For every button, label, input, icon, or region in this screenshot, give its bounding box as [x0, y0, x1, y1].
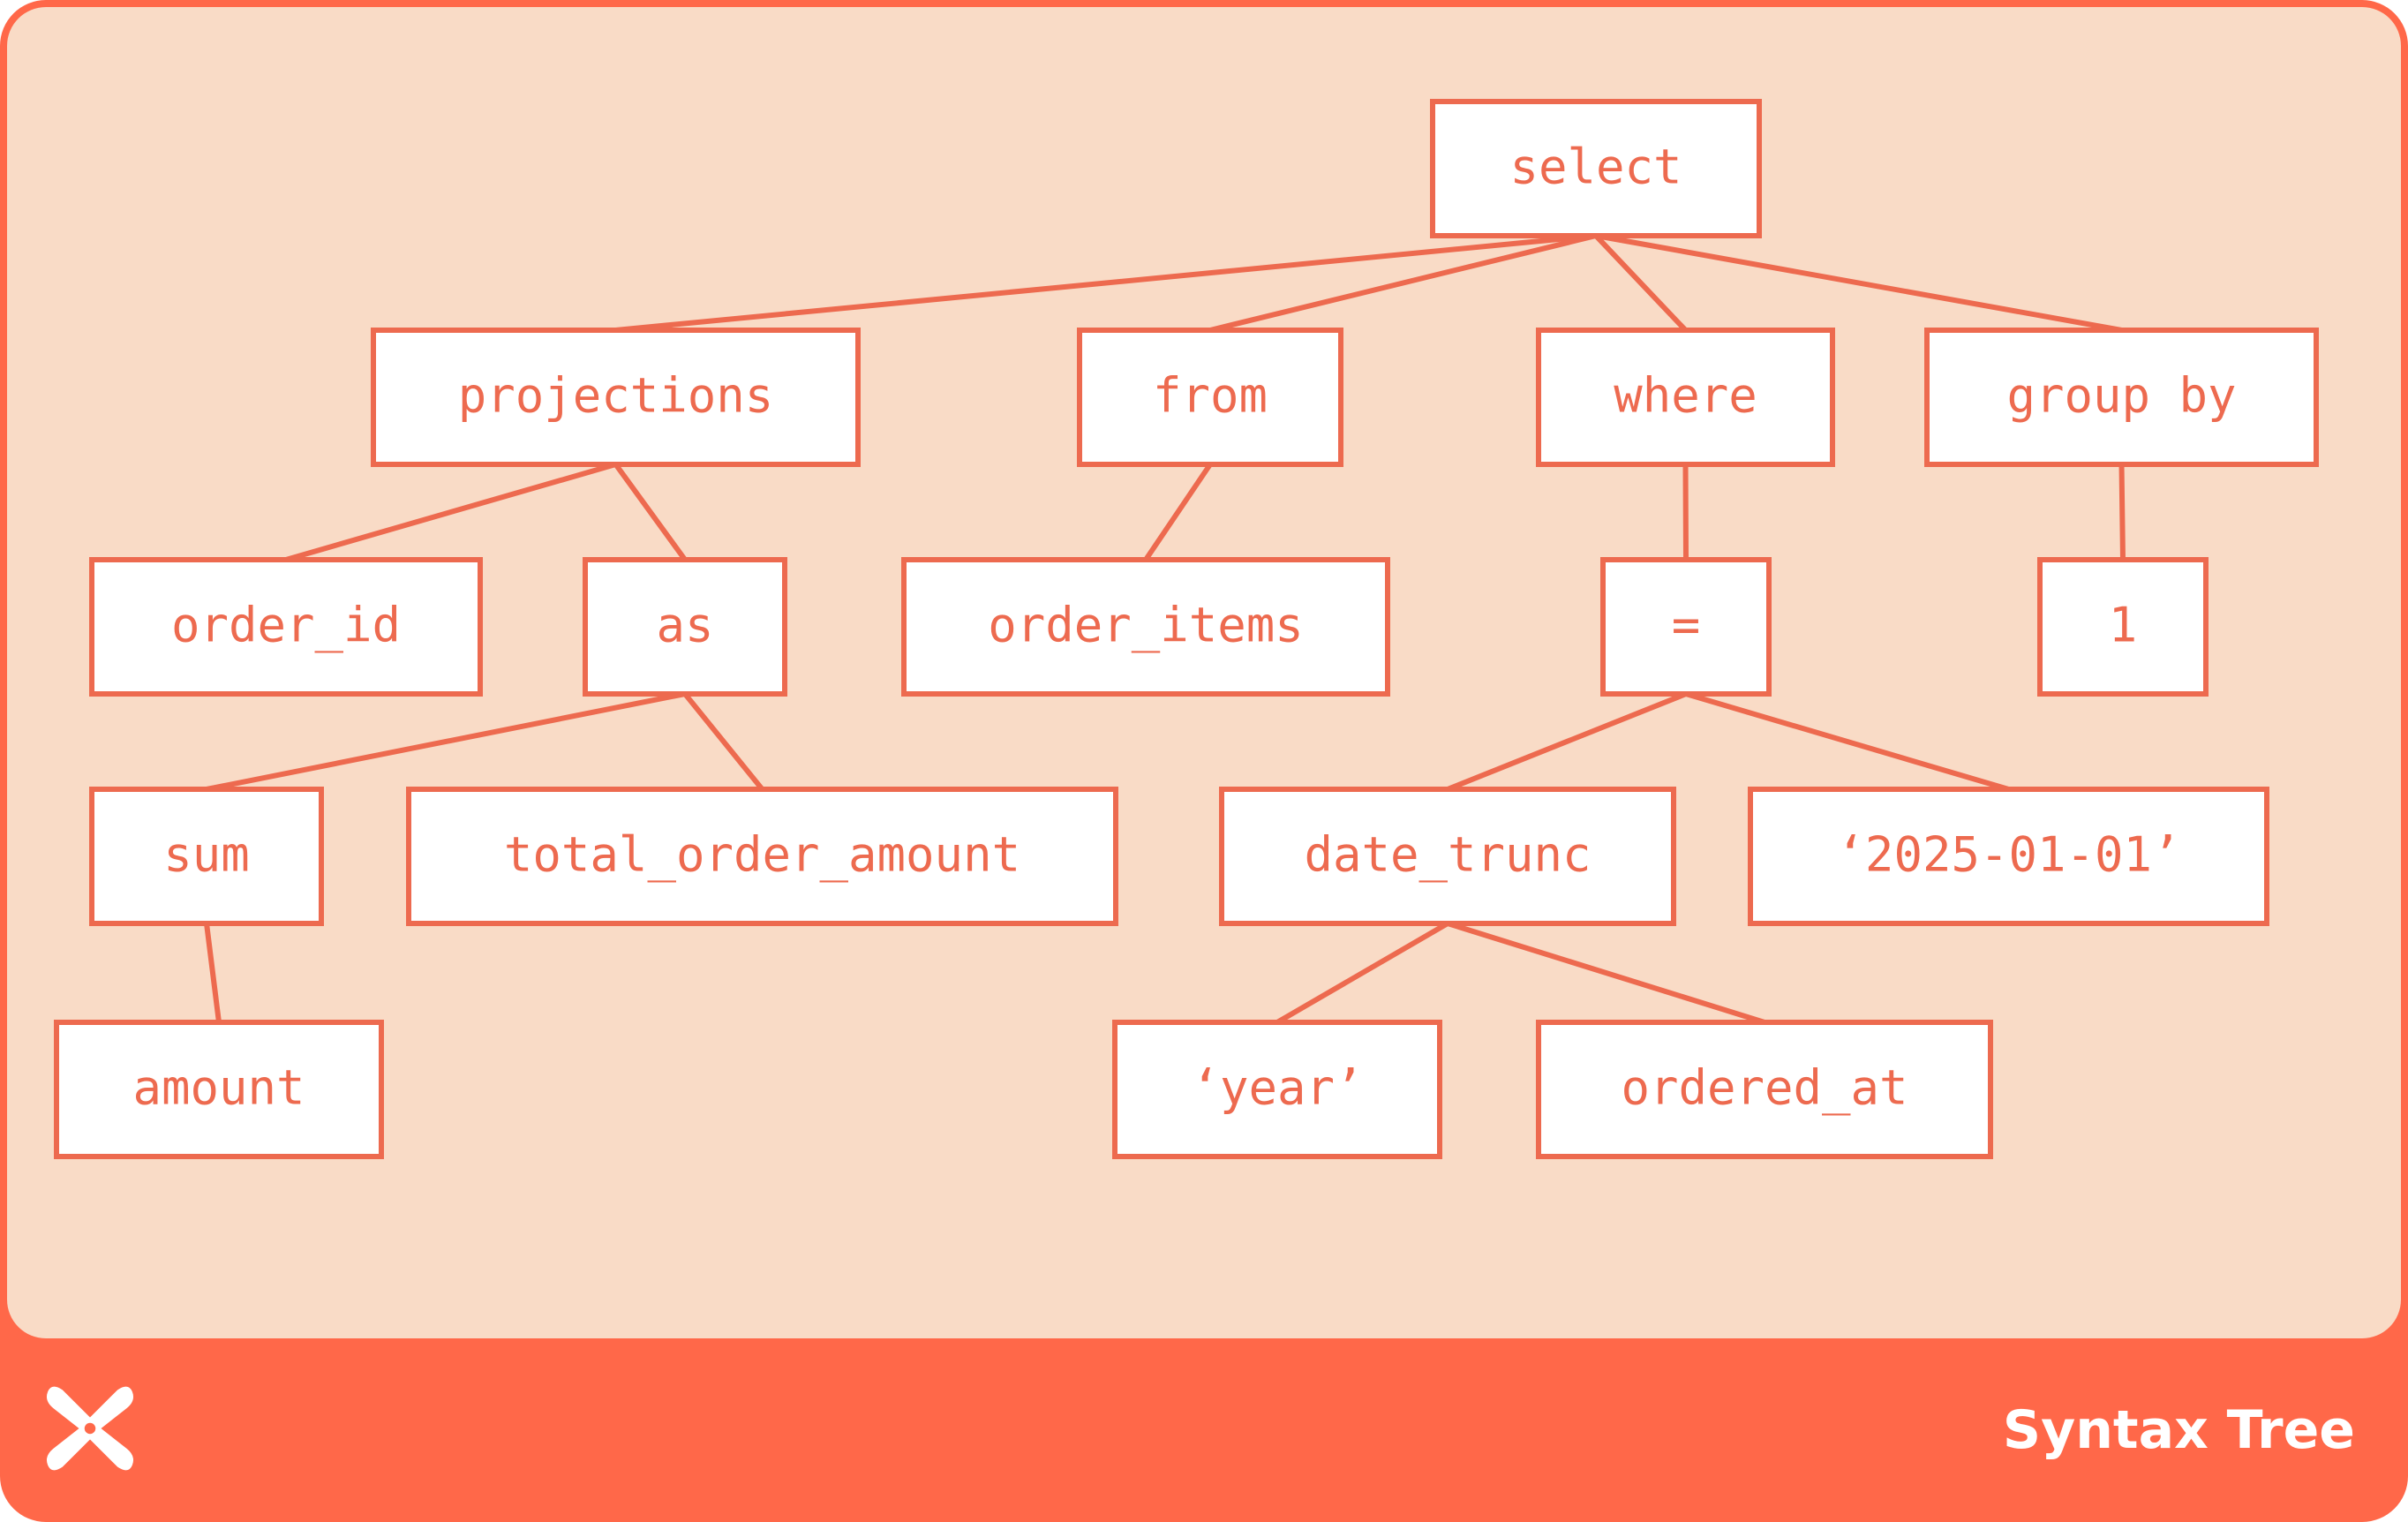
- node-box-year: [1112, 1020, 1442, 1159]
- node-sum: sum: [89, 787, 324, 926]
- node-box-as: [583, 557, 787, 697]
- node-box-projections: [371, 328, 861, 467]
- node-date-literal: ‘2025-01-01’: [1748, 787, 2269, 926]
- dbt-logo-icon: [46, 1386, 134, 1471]
- node-box-group-by: [1924, 328, 2319, 467]
- node-box-from: [1077, 328, 1343, 467]
- node-label-date-trunc: date_trunc: [1304, 827, 1591, 883]
- node-box-date-trunc: [1219, 787, 1676, 926]
- edge-select-from: [1208, 233, 1599, 333]
- node-from: from: [1077, 328, 1343, 467]
- node-year: ‘year’: [1112, 1020, 1442, 1159]
- node-label-equals: =: [1672, 598, 1701, 653]
- node-box-ordered-at: [1536, 1020, 1993, 1159]
- node-order-items: order_items: [901, 557, 1390, 697]
- edge-date-trunc-year: [1275, 921, 1450, 1025]
- edge-select-projections: [613, 233, 1599, 333]
- edge-date-trunc-ordered-at: [1445, 921, 1767, 1025]
- node-label-ordered-at: ordered_at: [1621, 1060, 1908, 1116]
- edge-select-where: [1593, 233, 1689, 333]
- node-label-select: select: [1509, 139, 1682, 195]
- node-label-where: where: [1614, 368, 1757, 424]
- node-projections: projections: [371, 328, 861, 467]
- node-box-sum: [89, 787, 324, 926]
- edge-from-order-items: [1143, 462, 1213, 562]
- edge-projections-as: [613, 462, 688, 562]
- node-order-id: order_id: [89, 557, 483, 697]
- node-label-amount: amount: [132, 1060, 305, 1116]
- node-box-order-items: [901, 557, 1390, 697]
- node-label-order-items: order_items: [988, 598, 1304, 653]
- tree-edges: [204, 233, 2126, 1025]
- edge-projections-order-id: [283, 462, 619, 562]
- edge-where-equals: [1682, 462, 1689, 562]
- edge-equals-date-trunc: [1445, 691, 1689, 792]
- node-label-group-by: group by: [2006, 368, 2236, 424]
- node-label-one: 1: [2109, 598, 2138, 653]
- node-label-total-order-amount: total_order_amount: [504, 827, 1020, 883]
- node-select: select: [1430, 99, 1762, 238]
- node-total-order-amount: total_order_amount: [406, 787, 1118, 926]
- node-ordered-at: ordered_at: [1536, 1020, 1993, 1159]
- node-one: 1: [2037, 557, 2209, 697]
- node-where: where: [1536, 328, 1835, 467]
- node-label-sum: sum: [163, 827, 250, 883]
- edge-equals-date-literal: [1683, 691, 2012, 792]
- node-box-where: [1536, 328, 1835, 467]
- node-as: as: [583, 557, 787, 697]
- edge-sum-amount: [204, 921, 222, 1025]
- node-label-order-id: order_id: [171, 598, 401, 653]
- node-box-order-id: [89, 557, 483, 697]
- tree-nodes: select projections from where group by order_…: [54, 99, 2319, 1159]
- node-label-projections: projections: [458, 368, 774, 424]
- node-label-from: from: [1153, 368, 1268, 424]
- footer-title: Syntax Tree: [2002, 1399, 2355, 1461]
- node-label-year: ‘year’: [1191, 1060, 1363, 1116]
- node-box-one: [2037, 557, 2209, 697]
- edge-as-total-order-amount: [682, 691, 765, 792]
- edge-select-group-by: [1593, 233, 2125, 333]
- node-box-date-literal: [1748, 787, 2269, 926]
- edge-group-by-one: [2118, 462, 2126, 562]
- node-date-trunc: date_trunc: [1219, 787, 1676, 926]
- edge-as-sum: [204, 691, 688, 792]
- node-label-as: as: [656, 598, 713, 653]
- node-box-equals: [1600, 557, 1772, 697]
- node-equals: =: [1600, 557, 1772, 697]
- node-box-total-order-amount: [406, 787, 1118, 926]
- node-group-by: group by: [1924, 328, 2319, 467]
- node-box-select: [1430, 99, 1762, 238]
- node-box-amount: [54, 1020, 384, 1159]
- node-amount: amount: [54, 1020, 384, 1159]
- node-label-date-literal: ‘2025-01-01’: [1836, 827, 2180, 883]
